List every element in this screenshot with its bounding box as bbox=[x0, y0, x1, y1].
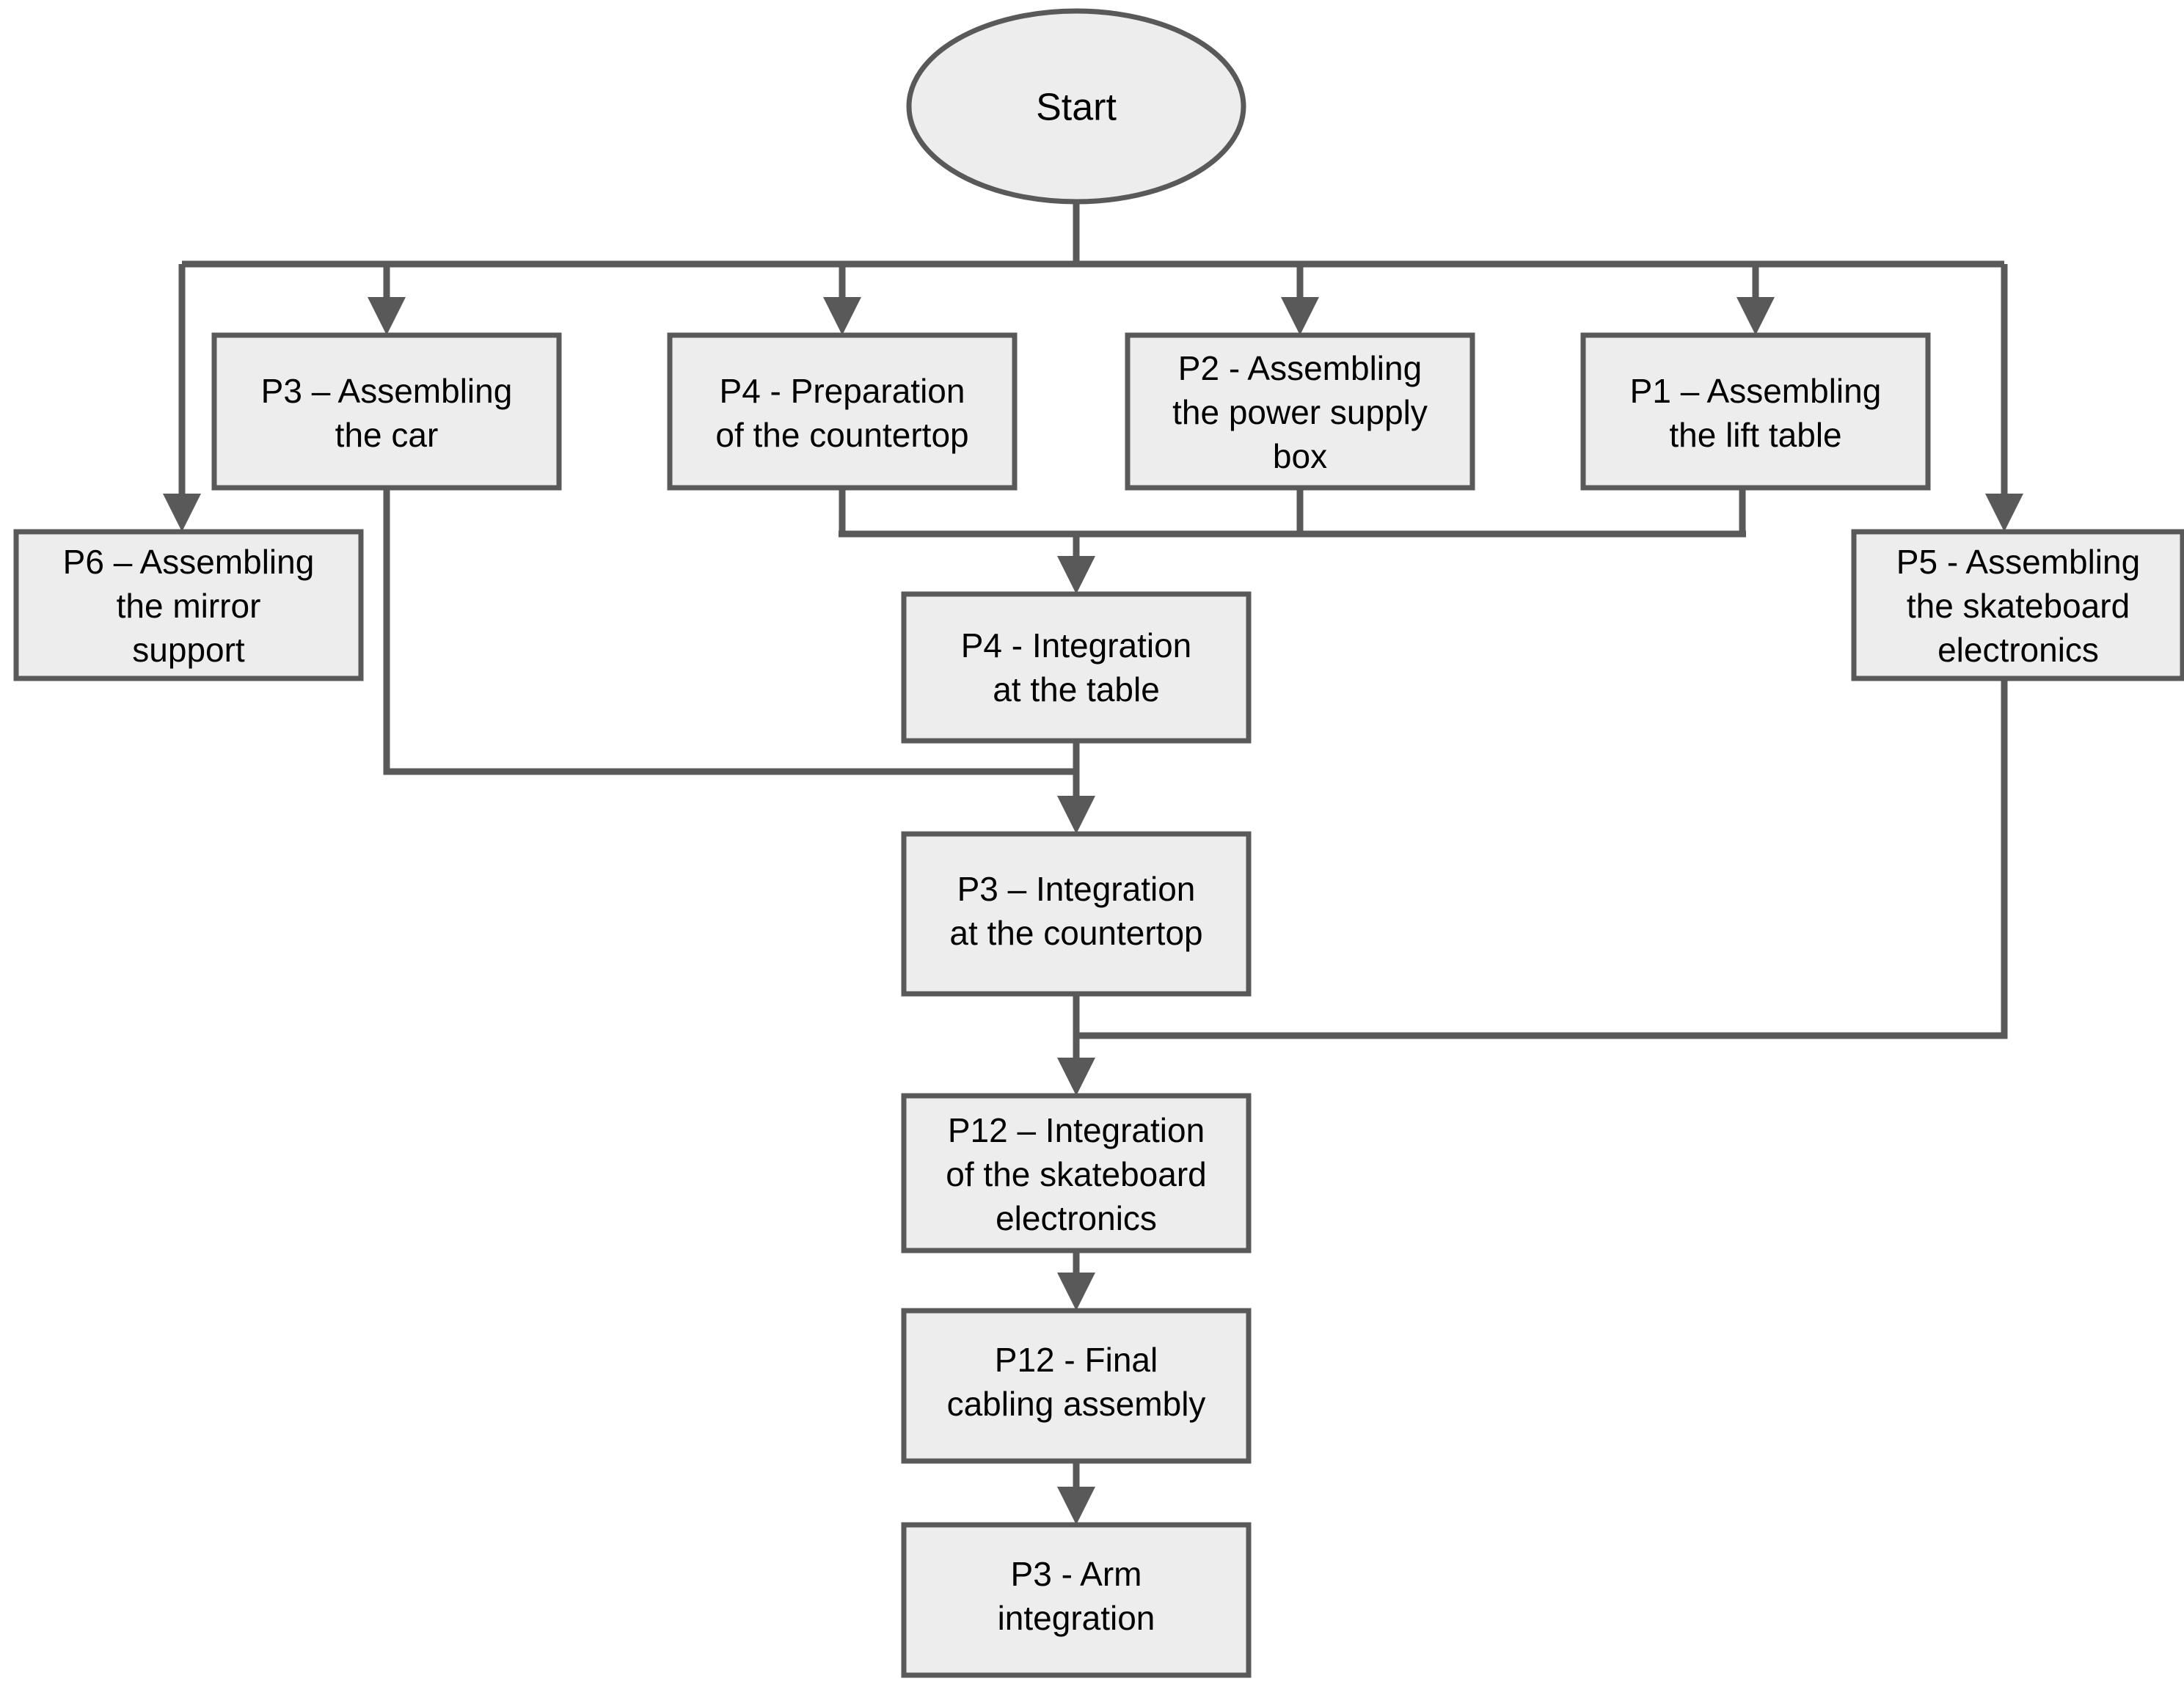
node-p12-skate-line-2: electronics bbox=[996, 1199, 1157, 1237]
arrowhead-start-to-p1lift bbox=[1736, 297, 1775, 335]
arrowhead-p12cabling-to-p3arm bbox=[1057, 1487, 1095, 1525]
node-p5-assembling-the-skateboard-electronics[interactable]: P5 - Assembling the skateboard electroni… bbox=[1851, 529, 2184, 681]
node-p3-counter-line-0: P3 – Integration bbox=[957, 870, 1196, 908]
node-p4-table-line-1: at the table bbox=[993, 670, 1160, 709]
edge-layer bbox=[163, 202, 2023, 1525]
node-p6-assembling-the-mirror-support[interactable]: P6 – Assembling the mirror support bbox=[13, 529, 364, 681]
p1-lift-rect-shape bbox=[1580, 332, 1931, 491]
node-p4-table-line-0: P4 - Integration bbox=[961, 626, 1192, 665]
arrowhead-p3counter-to-p12skate bbox=[1057, 1058, 1095, 1096]
node-start-line-0: Start bbox=[1036, 87, 1117, 129]
p12-skate-rect-shape bbox=[901, 1093, 1252, 1253]
node-p5-skate-line-1: the skateboard bbox=[1907, 587, 2130, 625]
node-p3-arm-integration[interactable]: P3 - Arm integration bbox=[901, 1522, 1252, 1678]
arrowhead-p12skate-to-p12cabling bbox=[1057, 1273, 1095, 1311]
node-p2-power-line-2: box bbox=[1273, 437, 1327, 475]
start-ellipse-shape bbox=[906, 8, 1246, 205]
arrowhead-start-to-p4prep bbox=[823, 297, 861, 335]
node-p1-assembling-the-lift-table[interactable]: P1 – Assembling the lift table bbox=[1580, 332, 1931, 491]
node-p4-integration-at-the-table[interactable]: P4 - Integration at the table bbox=[901, 591, 1252, 744]
p12-cabling-rect-shape bbox=[901, 1308, 1252, 1464]
arrowhead-start-to-p2power bbox=[1281, 297, 1319, 335]
arrowhead-merge-to-p4table bbox=[1057, 556, 1095, 594]
node-p2-assembling-the-power-supply-box[interactable]: P2 - Assembling the power supply box bbox=[1125, 332, 1475, 491]
node-p3-counter-line-1: at the countertop bbox=[949, 914, 1202, 952]
node-p3-arm-line-1: integration bbox=[998, 1599, 1155, 1637]
node-p12-final-cabling-assembly[interactable]: P12 - Final cabling assembly bbox=[901, 1308, 1252, 1464]
node-p4-prep-line-1: of the countertop bbox=[715, 416, 968, 454]
node-start[interactable]: Start bbox=[906, 8, 1246, 205]
arrowhead-start-to-p3car bbox=[368, 297, 406, 335]
p3-car-rect-shape bbox=[211, 332, 562, 491]
p4-table-rect-shape bbox=[901, 591, 1252, 744]
node-p6-mirror-line-0: P6 – Assembling bbox=[63, 543, 315, 581]
node-p4-prep-line-0: P4 - Preparation bbox=[720, 372, 965, 410]
node-p12-cabling-line-0: P12 - Final bbox=[995, 1341, 1158, 1379]
node-p3-integration-at-the-countertop[interactable]: P3 – Integration at the countertop bbox=[901, 831, 1252, 997]
node-p12-skate-line-1: of the skateboard bbox=[946, 1155, 1206, 1193]
edge-p3car-to-p3counter bbox=[383, 488, 1076, 775]
p4-prep-rect-shape bbox=[667, 332, 1018, 491]
node-p12-integration-of-the-skateboard-electronics[interactable]: P12 – Integration of the skateboard elec… bbox=[901, 1093, 1252, 1253]
node-p1-lift-line-1: the lift table bbox=[1669, 416, 1841, 454]
p3-counter-rect-shape bbox=[901, 831, 1252, 997]
node-p12-cabling-line-1: cabling assembly bbox=[947, 1385, 1206, 1423]
node-p4-preparation-of-the-countertop[interactable]: P4 - Preparation of the countertop bbox=[667, 332, 1018, 491]
p3-arm-rect-shape bbox=[901, 1522, 1252, 1678]
node-p5-skate-line-0: P5 - Assembling bbox=[1896, 543, 2140, 581]
arrowhead-start-to-p5 bbox=[1985, 494, 2023, 532]
p5-skate-rect-shape bbox=[1851, 529, 2184, 681]
node-p2-power-line-0: P2 - Assembling bbox=[1178, 349, 1422, 387]
node-p3-arm-line-0: P3 - Arm bbox=[1011, 1555, 1142, 1593]
arrowhead-start-to-p6 bbox=[163, 494, 201, 532]
p6-mirror-rect-shape bbox=[13, 529, 364, 681]
edge-p5-to-p12skate bbox=[1076, 678, 2008, 1039]
node-p3-car-line-0: P3 – Assembling bbox=[261, 372, 513, 410]
arrowhead-p4table-to-p3counter bbox=[1057, 796, 1095, 834]
node-p12-skate-line-0: P12 – Integration bbox=[948, 1111, 1205, 1149]
node-p5-skate-line-2: electronics bbox=[1938, 631, 2099, 669]
node-p6-mirror-line-2: support bbox=[132, 631, 245, 669]
node-p6-mirror-line-1: the mirror bbox=[117, 587, 261, 625]
node-p2-power-line-1: the power supply bbox=[1172, 393, 1428, 431]
p2-power-rect-shape bbox=[1125, 332, 1475, 491]
node-p3-assembling-the-car[interactable]: P3 – Assembling the car bbox=[211, 332, 562, 491]
node-p3-car-line-1: the car bbox=[335, 416, 439, 454]
node-p1-lift-line-0: P1 – Assembling bbox=[1630, 372, 1882, 410]
